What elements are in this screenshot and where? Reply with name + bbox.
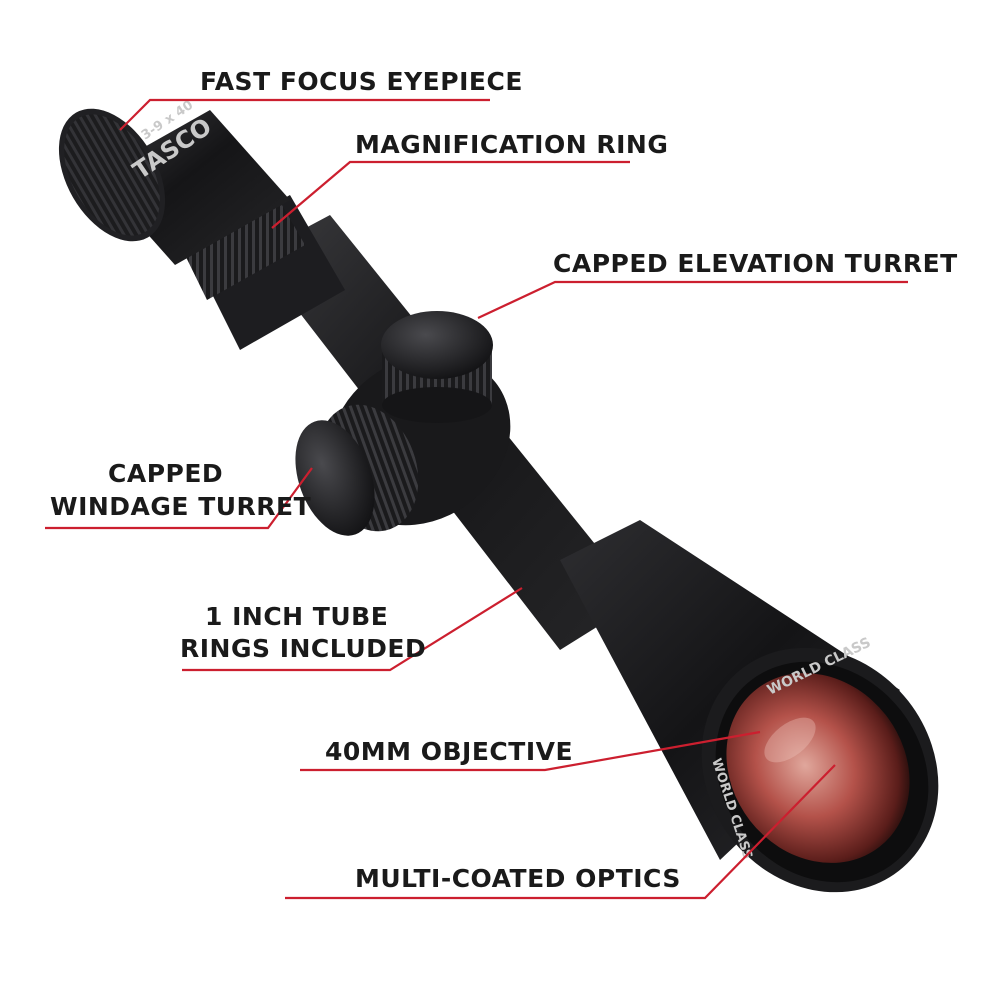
leader-objective [300, 730, 761, 772]
callout-labels: FAST FOCUS EYEPIECE MAGNIFICATION RING C… [50, 67, 958, 893]
leader-eyepiece [119, 98, 490, 131]
label-multi-coated-optics: MULTI-COATED OPTICS [355, 864, 681, 893]
leader-windage [45, 467, 313, 530]
label-magnification-ring: MAGNIFICATION RING [355, 130, 668, 159]
riflescope: WORLD CLASS WORLD CLASS TASCO 3-9 x 40 [58, 98, 939, 893]
label-40mm-objective: 40MM OBJECTIVE [325, 737, 573, 766]
leader-optics [285, 764, 836, 900]
label-tube-line2: RINGS INCLUDED [180, 634, 426, 663]
label-fast-focus-eyepiece: FAST FOCUS EYEPIECE [200, 67, 523, 96]
leader-magnification [271, 160, 630, 229]
leader-tube [182, 587, 523, 672]
leader-elevation [477, 280, 908, 319]
windage-turret-cap [295, 420, 375, 536]
label-windage-line2: WINDAGE TURRET [50, 492, 311, 521]
leader-lines [45, 98, 908, 900]
magnification-ring [185, 205, 305, 300]
label-capped-elevation-turret: CAPPED ELEVATION TURRET [553, 249, 958, 278]
label-windage-line1: CAPPED [108, 459, 223, 488]
label-tube-line1: 1 INCH TUBE [205, 602, 388, 631]
objective-lens [726, 673, 910, 863]
elevation-turret-cap [381, 311, 493, 379]
